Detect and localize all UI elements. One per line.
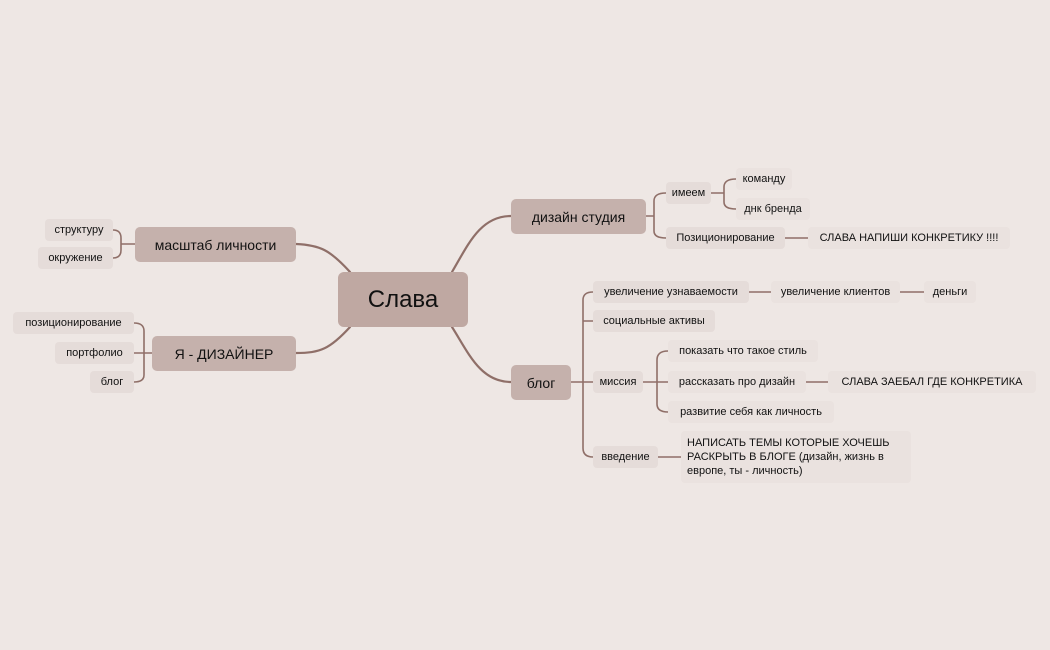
subtopic-environment[interactable]: окружение bbox=[38, 247, 113, 269]
subtopic-have[interactable]: имеем bbox=[666, 182, 711, 204]
connector-root-scale bbox=[294, 242, 352, 274]
subtopic-positioning[interactable]: Позиционирование bbox=[666, 227, 785, 249]
subtopic-intro-label: введение bbox=[601, 451, 650, 463]
subtopic-awareness[interactable]: увеличение узнаваемости bbox=[593, 281, 749, 303]
subtopic-more-clients[interactable]: увеличение клиентов bbox=[771, 281, 900, 303]
subtopic-intro[interactable]: введение bbox=[593, 446, 658, 468]
subtopic-social-assets[interactable]: социальные активы bbox=[593, 310, 715, 332]
connector-studio-children bbox=[645, 192, 667, 239]
connector-have-children bbox=[710, 178, 737, 210]
subtopic-tell-design[interactable]: рассказать про дизайн bbox=[668, 371, 806, 393]
subtopic-more-clients-label: увеличение клиентов bbox=[780, 286, 891, 298]
subtopic-positioning-left[interactable]: позиционирование bbox=[13, 312, 134, 334]
subtopic-brand-dna[interactable]: днк бренда bbox=[736, 198, 810, 220]
root-topic-label: Слава bbox=[367, 285, 439, 313]
connector-root-designer bbox=[294, 325, 352, 355]
subtopic-positioning-left-label: позиционирование bbox=[25, 317, 122, 329]
subtopic-portfolio[interactable]: портфолио bbox=[55, 342, 134, 364]
subtopic-self-growth[interactable]: развитие себя как личность bbox=[668, 401, 834, 423]
note-tell-design-label: СЛАВА ЗАЕБАЛ ГДЕ КОНКРЕТИКА bbox=[841, 376, 1023, 388]
subtopic-structure-label: структуру bbox=[54, 224, 104, 236]
connector-scale-children bbox=[112, 229, 136, 259]
topic-designer-label: Я - ДИЗАЙНЕР bbox=[174, 345, 274, 362]
subtopic-positioning-label: Позиционирование bbox=[676, 232, 775, 244]
subtopic-mission[interactable]: миссия bbox=[593, 371, 643, 393]
note-tell-design[interactable]: СЛАВА ЗАЕБАЛ ГДЕ КОНКРЕТИКА bbox=[828, 371, 1036, 393]
connector-root-blog bbox=[450, 325, 513, 384]
note-positioning-label: СЛАВА НАПИШИ КОНКРЕТИКУ !!!! bbox=[819, 232, 999, 244]
subtopic-structure[interactable]: структуру bbox=[45, 219, 113, 241]
topic-designer[interactable]: Я - ДИЗАЙНЕР bbox=[152, 336, 296, 371]
subtopic-money[interactable]: деньги bbox=[924, 281, 976, 303]
topic-scale[interactable]: масштаб личности bbox=[135, 227, 296, 262]
topic-blog[interactable]: блог bbox=[511, 365, 571, 400]
connector-designer-children bbox=[133, 322, 153, 383]
topic-scale-label: масштаб личности bbox=[154, 236, 277, 253]
subtopic-team[interactable]: команду bbox=[736, 168, 792, 190]
subtopic-brand-dna-label: днк бренда bbox=[744, 203, 802, 215]
topic-studio-label: дизайн студия bbox=[531, 208, 626, 225]
subtopic-have-label: имеем bbox=[671, 187, 706, 199]
subtopic-show-style-label: показать что такое стиль bbox=[679, 345, 807, 357]
subtopic-self-growth-label: развитие себя как личность bbox=[680, 406, 822, 418]
connector-blog-children bbox=[570, 291, 594, 458]
topic-blog-label: блог bbox=[526, 374, 556, 391]
connector-mission-children bbox=[642, 350, 669, 413]
root-topic[interactable]: Слава bbox=[338, 272, 468, 327]
subtopic-environment-label: окружение bbox=[48, 252, 103, 264]
connector-root-studio bbox=[450, 214, 513, 274]
subtopic-team-label: команду bbox=[742, 173, 786, 185]
note-positioning[interactable]: СЛАВА НАПИШИ КОНКРЕТИКУ !!!! bbox=[808, 227, 1010, 249]
subtopic-portfolio-label: портфолио bbox=[66, 347, 123, 359]
note-intro[interactable]: НАПИСАТЬ ТЕМЫ КОТОРЫЕ ХОЧЕШЬ РАСКРЫТЬ В … bbox=[681, 431, 911, 483]
subtopic-awareness-label: увеличение узнаваемости bbox=[604, 286, 738, 298]
subtopic-social-assets-label: социальные активы bbox=[603, 315, 705, 327]
subtopic-mission-label: миссия bbox=[599, 376, 637, 388]
subtopic-blog-left-label: блог bbox=[100, 376, 124, 388]
note-intro-label: НАПИСАТЬ ТЕМЫ КОТОРЫЕ ХОЧЕШЬ РАСКРЫТЬ В … bbox=[687, 437, 890, 477]
subtopic-blog-left[interactable]: блог bbox=[90, 371, 134, 393]
topic-studio[interactable]: дизайн студия bbox=[511, 199, 646, 234]
subtopic-money-label: деньги bbox=[932, 286, 968, 298]
subtopic-tell-design-label: рассказать про дизайн bbox=[678, 376, 796, 388]
subtopic-show-style[interactable]: показать что такое стиль bbox=[668, 340, 818, 362]
